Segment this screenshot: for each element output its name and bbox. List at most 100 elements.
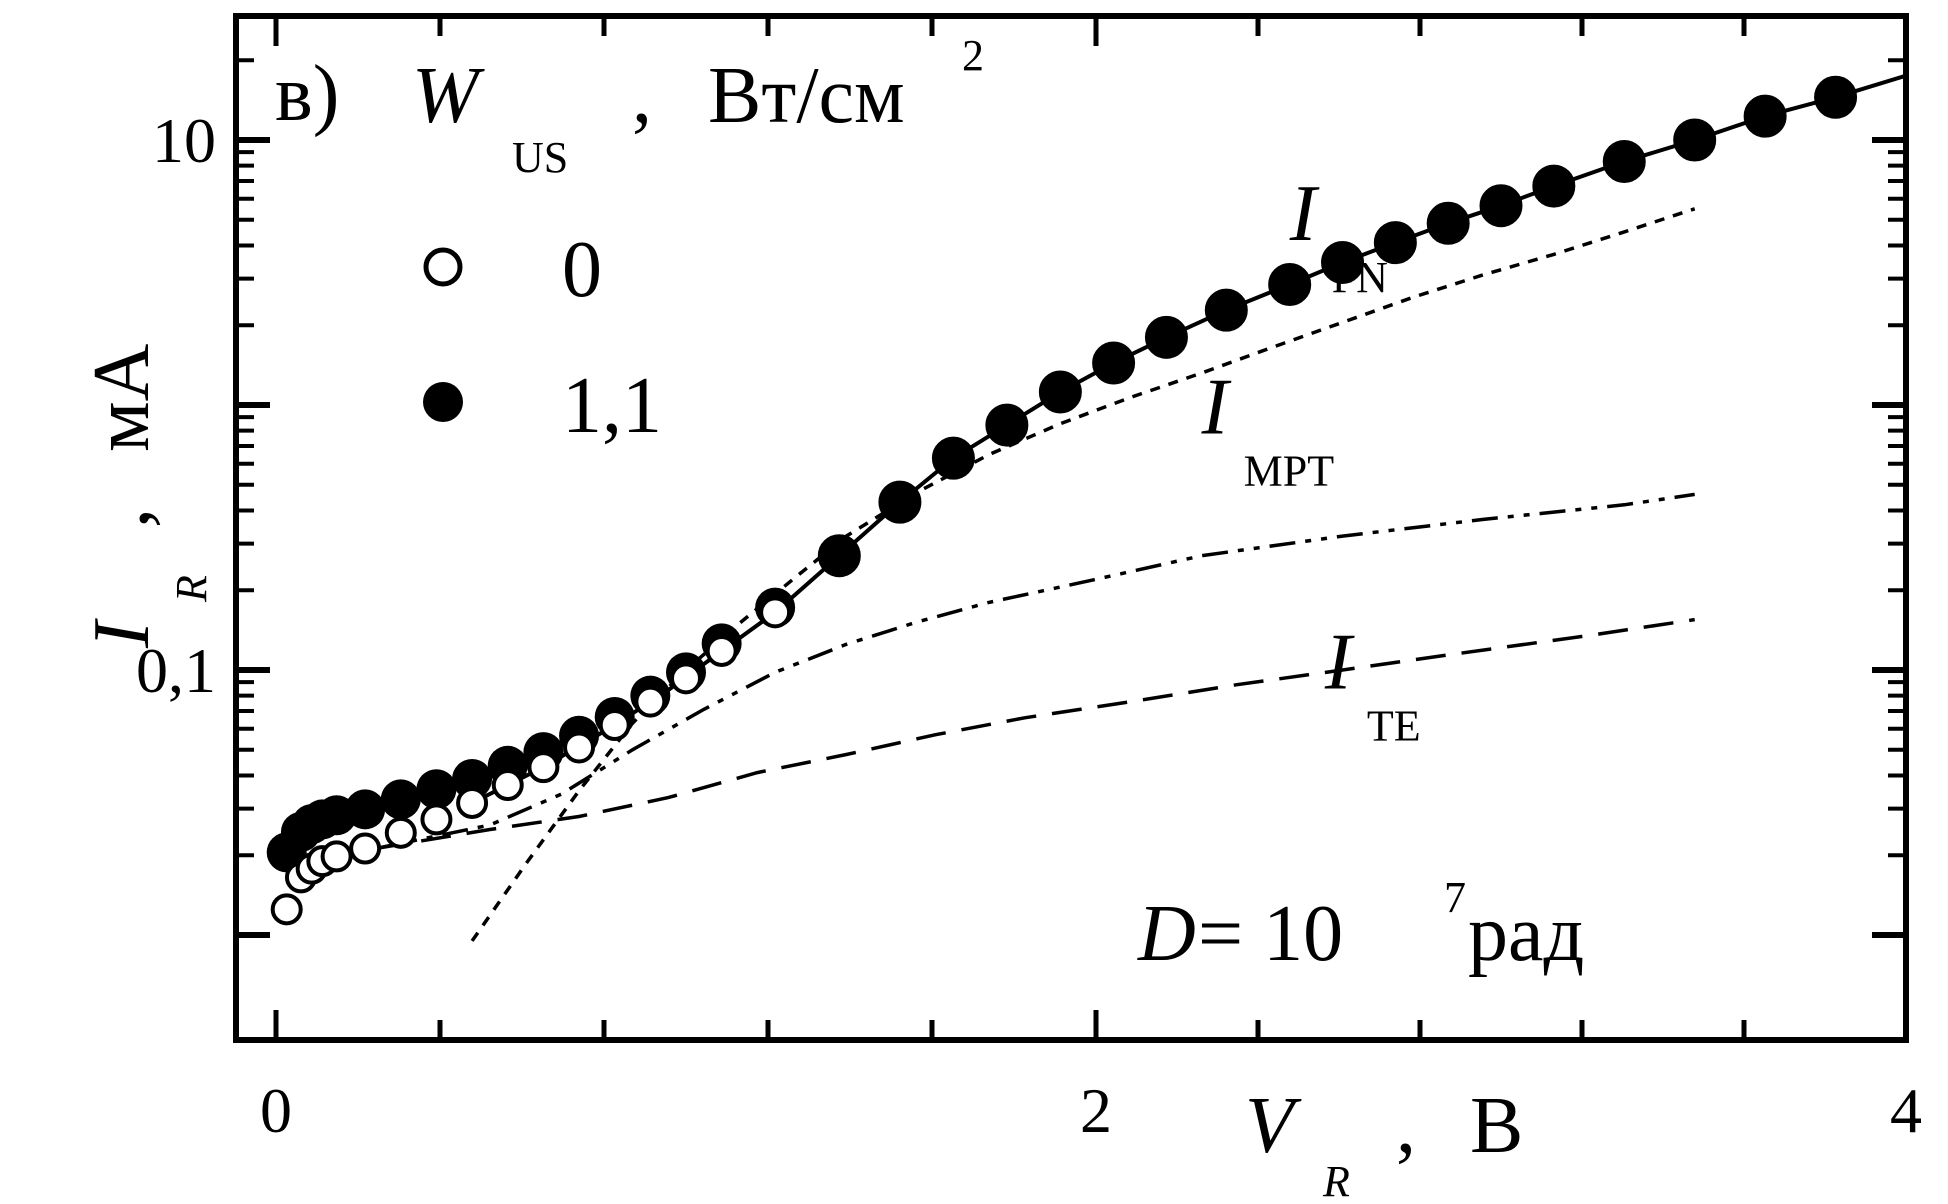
y-tick-label: 0,1 [136, 635, 216, 706]
y-axis-title: I R , мА [78, 343, 216, 649]
data-point-filled [933, 438, 974, 479]
x-axis-sub: R [1322, 1157, 1350, 1204]
data-point-filled [452, 758, 493, 799]
curve-short-dash [470, 207, 1696, 942]
legend-title-unit-sup: 2 [962, 31, 984, 80]
legend-title-unit: Вт/см [708, 52, 905, 140]
data-point-filled [1815, 77, 1856, 118]
markers-layer [266, 75, 1858, 926]
data-point-open [1144, 315, 1188, 359]
panel-label: в) [275, 50, 339, 138]
y-axis-sub: R [167, 575, 216, 603]
data-point-filled [1481, 185, 1521, 226]
data-point-open [759, 596, 792, 629]
curve-label-sub: MPT [1244, 447, 1335, 496]
data-point-open [1426, 201, 1470, 245]
plot-frame [233, 13, 1909, 1043]
data-point-open [456, 786, 489, 819]
data-point-open [1204, 288, 1248, 332]
data-point-filled [1428, 203, 1469, 244]
data-point-open [931, 436, 975, 480]
curves-layer [375, 73, 1906, 942]
data-point-open [705, 634, 738, 667]
legend-entry-filled: 1,1 [423, 362, 662, 450]
curve-label-sub: TE [1367, 702, 1421, 751]
dose-exponent: 7 [1444, 873, 1466, 922]
dose-symbol: D [1137, 890, 1196, 978]
y-axis-symbol: I [78, 618, 166, 649]
data-point-open [670, 662, 702, 695]
legend-filled-circle-marker [423, 382, 463, 422]
data-point-filled [1375, 222, 1416, 263]
data-point-filled [380, 779, 421, 820]
data-point-open [384, 816, 417, 849]
legend-title-symbol: W [412, 52, 485, 140]
curve-label-fn: IFN [1289, 170, 1388, 302]
curve-label-symbol: I [1201, 364, 1232, 452]
data-point-filled [1322, 242, 1363, 283]
x-tick-label: 4 [1890, 1075, 1922, 1146]
data-point-open [1268, 262, 1312, 306]
data-point-open [598, 709, 631, 742]
data-point-open [349, 832, 382, 865]
legend-entry-label: 1,1 [562, 362, 662, 450]
axes-layer [233, 13, 1909, 1043]
data-point-open [878, 480, 922, 524]
data-point-open [1373, 221, 1417, 265]
x-axis-title: V R , В [1245, 1082, 1523, 1204]
curve-long-dash [375, 617, 1695, 851]
data-point-open [985, 403, 1029, 447]
data-point-open [320, 840, 353, 873]
data-point-filled [1604, 141, 1645, 182]
legend-title: W US , Вт/см 2 [412, 31, 984, 182]
dose-annotation: D = 10 7 рад [1137, 873, 1584, 978]
data-point-filled [1093, 343, 1134, 384]
legend-title-sub: US [512, 133, 568, 182]
curve-label-symbol: I [1289, 170, 1320, 258]
data-point-filled [1269, 264, 1310, 305]
data-point-open [1673, 118, 1717, 162]
data-point-open [1038, 370, 1082, 414]
x-tick-label: 2 [1080, 1075, 1112, 1146]
dose-value: = 10 [1198, 890, 1343, 978]
data-point-filled [416, 769, 457, 810]
curve-label-sub: FN [1332, 253, 1388, 302]
data-point-filled [345, 789, 386, 830]
data-point-open [1743, 94, 1787, 138]
data-point-filled [1533, 166, 1574, 207]
data-point-filled [1745, 96, 1786, 137]
data-point-filled [819, 535, 860, 576]
x-axis-symbol: V [1245, 1082, 1302, 1170]
legend-title-comma: , [632, 52, 652, 140]
data-point-open [1479, 184, 1523, 228]
y-axis-comma: , [78, 508, 166, 528]
data-point-open [1532, 164, 1576, 208]
x-tick-label: 0 [260, 1075, 292, 1146]
curve-label-te: ITE [1324, 619, 1421, 751]
data-point-filled [1674, 120, 1715, 160]
data-point-open [817, 534, 861, 578]
data-point-open [491, 769, 524, 802]
curve-label-symbol: I [1324, 619, 1355, 707]
data-point-open [563, 731, 596, 764]
data-point-filled [1146, 317, 1187, 358]
legend-open-circle-marker [423, 247, 463, 287]
data-point-open [527, 751, 560, 784]
data-point-open [1092, 341, 1136, 385]
data-point-open [270, 893, 303, 926]
data-point-open [1321, 240, 1365, 284]
data-point-filled [986, 405, 1027, 446]
dose-unit: рад [1468, 890, 1584, 978]
y-axis-unit: мА [78, 343, 166, 452]
x-axis-comma: , [1396, 1082, 1416, 1170]
x-axis-unit: В [1470, 1082, 1523, 1170]
data-point-open [1602, 139, 1646, 183]
curve-dash-dot-dot [375, 492, 1695, 851]
legend-entry-label: 0 [562, 226, 602, 314]
data-point-filled [1206, 290, 1247, 331]
legend-entry-open: 0 [423, 226, 602, 314]
data-point-filled [1040, 371, 1081, 412]
